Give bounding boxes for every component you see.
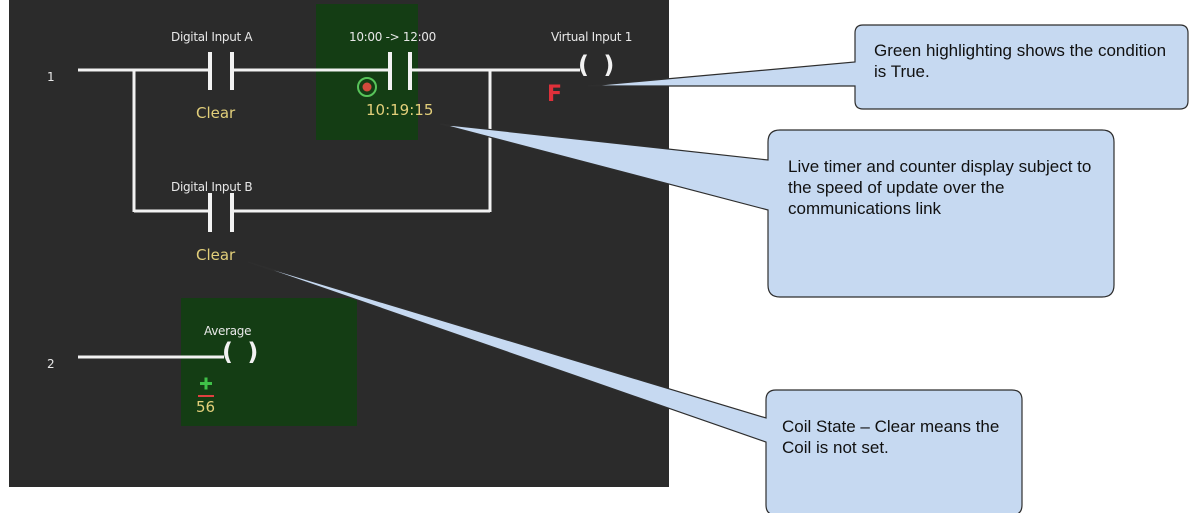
clock-icon-center bbox=[362, 82, 372, 92]
clock-icon bbox=[357, 77, 377, 97]
coil-1-label: Virtual Input 1 bbox=[551, 30, 633, 44]
true-highlight-average-coil bbox=[181, 298, 357, 426]
contact-a-label: Digital Input A bbox=[171, 30, 253, 44]
coil-1-force-badge: F bbox=[547, 82, 563, 107]
coil-2-value: 56 bbox=[196, 398, 216, 416]
coil-1-symbol: ( ) bbox=[578, 51, 618, 79]
contact-a-state: Clear bbox=[196, 104, 236, 122]
rung-1-number: 1 bbox=[47, 70, 55, 84]
callout-2-shape bbox=[439, 123, 1115, 298]
timer-contact-label: 10:00 -> 12:00 bbox=[349, 30, 436, 44]
callout-1-shape bbox=[587, 24, 1189, 110]
timer-contact-live-time: 10:19:15 bbox=[366, 101, 434, 119]
callout-2-text: Live timer and counter display subject t… bbox=[788, 157, 1092, 218]
true-highlight-timer bbox=[316, 4, 418, 140]
plus-icon-v bbox=[204, 377, 208, 390]
coil-2-label: Average bbox=[204, 324, 252, 338]
minus-icon bbox=[198, 395, 214, 397]
coil-2-symbol: ( ) bbox=[222, 338, 262, 366]
contact-b-state: Clear bbox=[196, 246, 236, 264]
callout-1-text: Green highlighting shows the condition i… bbox=[874, 41, 1167, 81]
contact-b-label: Digital Input B bbox=[171, 180, 253, 194]
rung-2-number: 2 bbox=[47, 357, 55, 371]
callout-3-text: Coil State – Clear means the Coil is not… bbox=[782, 417, 1000, 457]
callout-3-shape bbox=[247, 261, 1023, 513]
